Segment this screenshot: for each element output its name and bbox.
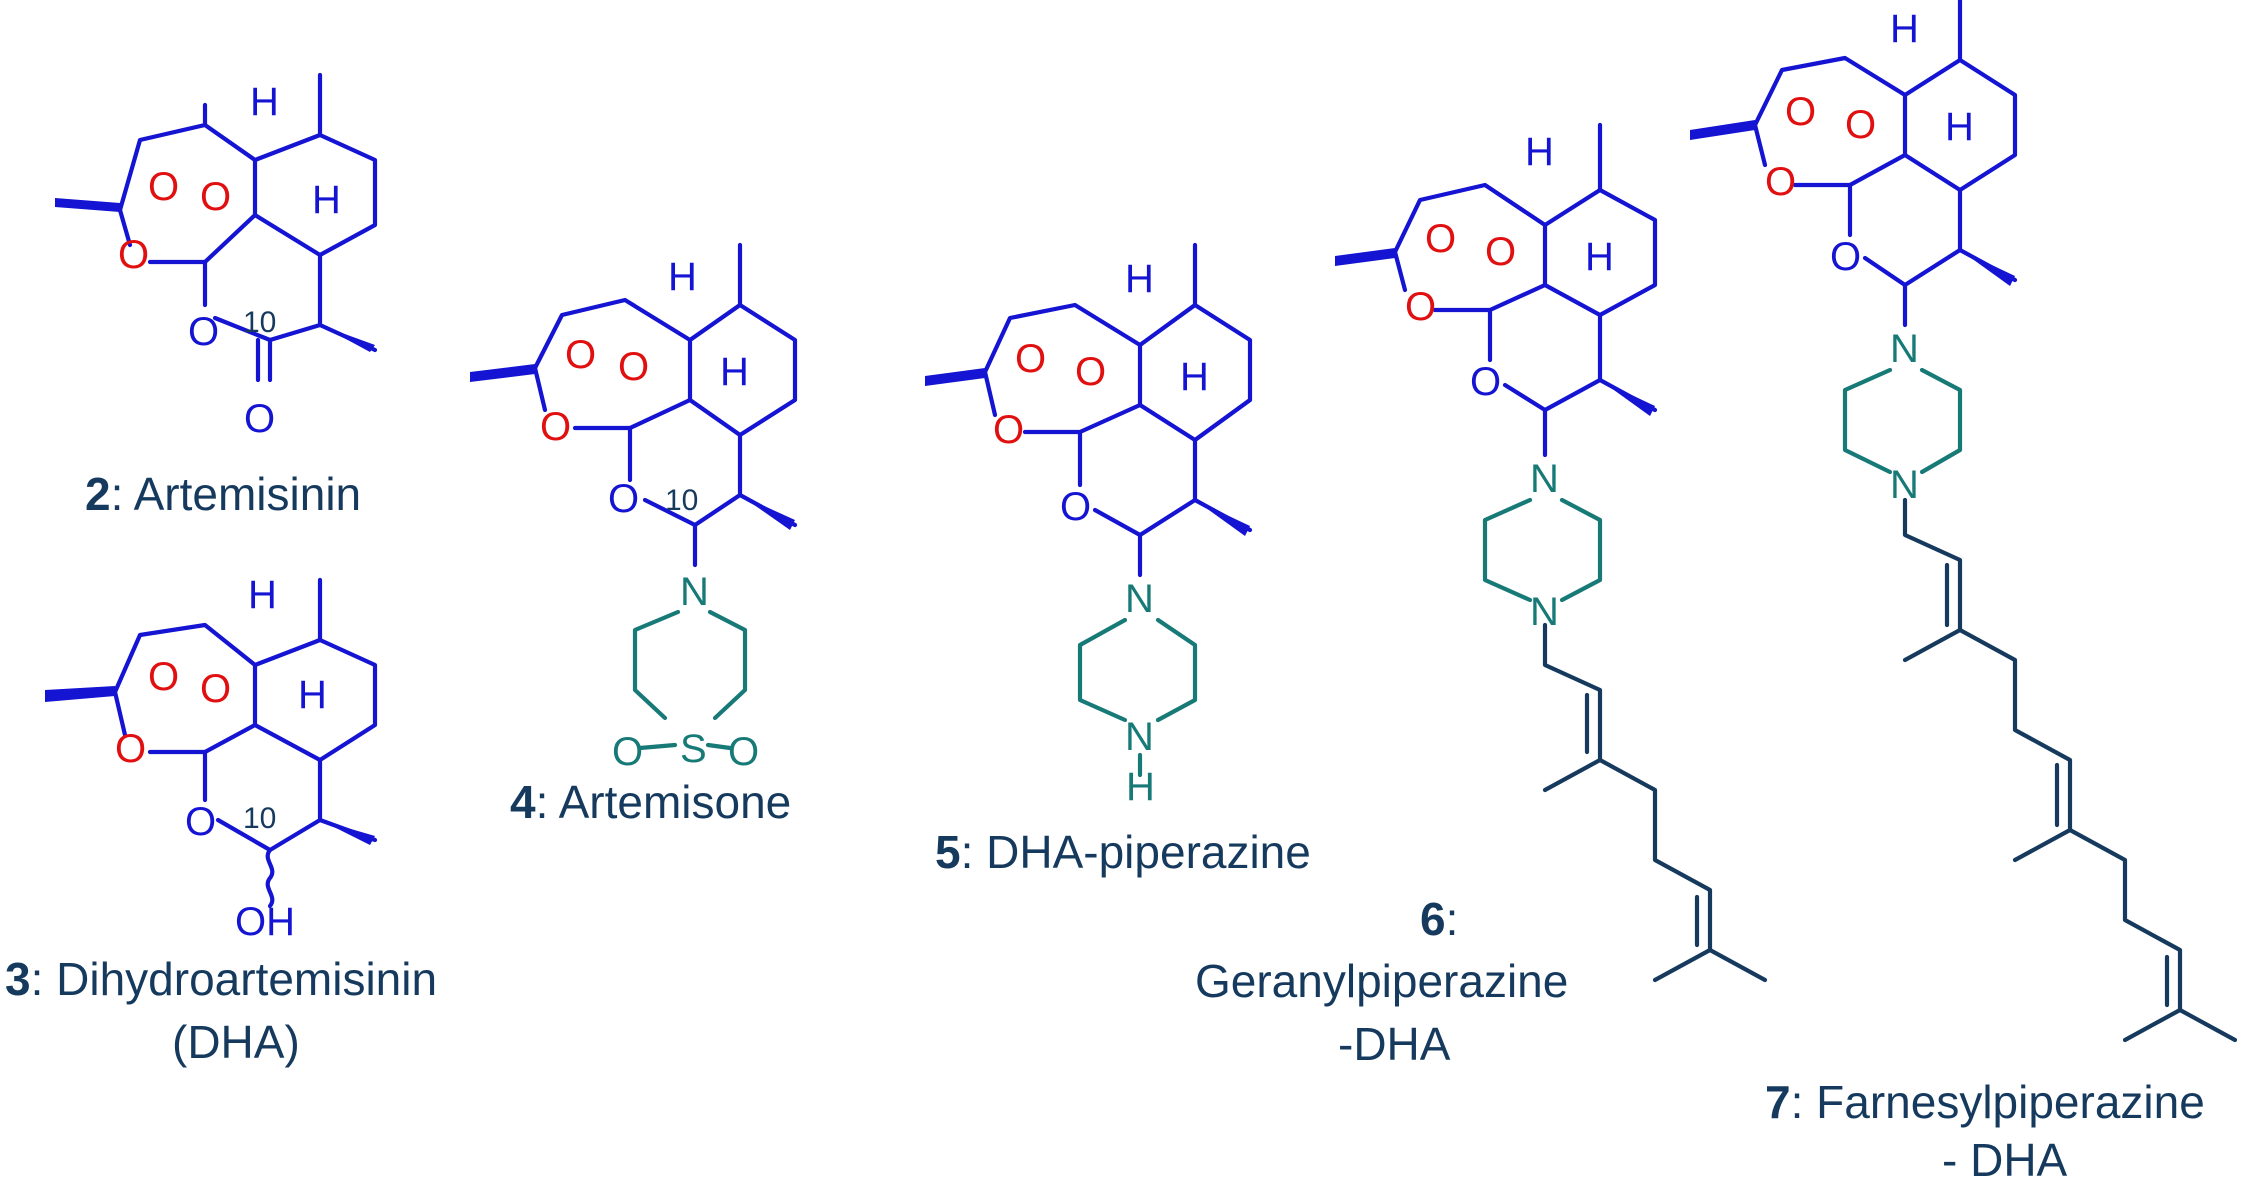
svg-text:5: DHA-piperazine: 5: DHA-piperazine [935,826,1311,878]
svg-text:O: O [148,655,179,699]
svg-text:O: O [1015,337,1046,381]
svg-text:N: N [1890,327,1919,371]
svg-text:N: N [680,570,709,614]
svg-text:N: N [1125,577,1154,621]
compound-2-number: 2 [85,468,111,520]
svg-text:3: Dihydroartemisinin: 3: Dihydroartemisinin [5,953,437,1005]
svg-text:H: H [1125,257,1154,301]
compound-5-name: : DHA-piperazine [961,826,1311,878]
svg-text:O: O [1785,90,1816,134]
compound-6-number: 6 [1420,893,1446,945]
svg-text:H: H [668,255,697,299]
svg-text:N: N [1530,457,1559,501]
compound-6-name-line2: Geranylpiperazine [1195,955,1568,1007]
svg-text:S: S [680,727,707,771]
svg-text:H: H [312,178,341,222]
svg-text:H: H [1945,105,1974,149]
svg-text:O: O [1765,160,1796,204]
svg-text:H: H [1525,130,1554,174]
svg-text:O: O [1060,485,1091,529]
svg-text:10: 10 [665,484,698,517]
compound-5-number: 5 [935,826,961,878]
svg-text:O: O [540,405,571,449]
svg-text:O: O [200,667,231,711]
svg-text:6:: 6: [1420,893,1458,945]
svg-text:O: O [188,310,219,354]
svg-text:O: O [728,730,759,774]
compound-7-farnesylpiperazine-dha: O O O O N N H H 7: Farnesylpiperazine - … [1690,0,2238,1184]
svg-text:O: O [148,165,179,209]
svg-text:H: H [1585,235,1614,279]
svg-text:H: H [720,350,749,394]
svg-text:2: Artemisinin: 2: Artemisinin [85,468,361,520]
svg-text:O: O [1425,217,1456,261]
svg-text:H: H [1180,355,1209,399]
compound-5-dha-piperazine: O O O O N N H H H 5: DHA-piperazine [925,242,1311,878]
svg-text:O: O [618,345,649,389]
svg-text:O: O [200,175,231,219]
svg-text:O: O [565,333,596,377]
svg-text:O: O [1470,360,1501,404]
compound-3-oh: OH [235,900,295,944]
compound-3-dha: O O O O OH H H 10 3: Dihydroartemisinin … [5,573,437,1068]
compound-3-name: : Dihydroartemisinin [31,953,437,1005]
compound-7-number: 7 [1765,1076,1791,1128]
svg-text:H: H [298,673,327,717]
svg-text:10: 10 [243,802,276,835]
svg-text:10: 10 [243,306,276,339]
svg-text:7: Farnesylpiperazine: 7: Farnesylpiperazine [1765,1076,2205,1128]
svg-text:O: O [993,408,1024,452]
compound-4-number: 4 [510,776,536,828]
svg-text:H: H [248,573,277,617]
compound-7-name: : Farnesylpiperazine [1791,1076,2205,1128]
svg-text:N: N [1890,463,1919,507]
svg-text:O: O [118,233,149,277]
svg-text:O: O [244,397,275,441]
svg-text:O: O [115,727,146,771]
compound-6-name-line3: -DHA [1338,1018,1451,1070]
compound-6-name: : [1446,893,1459,945]
svg-text:O: O [1075,350,1106,394]
svg-text:4: Artemisone: 4: Artemisone [510,776,791,828]
compound-6-geranylpiperazine-dha: O O O O N N H H 6: Geranylpiperazine -DH… [1195,122,1768,1070]
compound-4-name: : Artemisone [536,776,792,828]
svg-text:O: O [1830,235,1861,279]
svg-text:H: H [250,80,279,124]
compound-3-name-line2: (DHA) [172,1016,300,1068]
svg-text:O: O [1485,230,1516,274]
svg-text:O: O [1845,103,1876,147]
svg-text:N: N [1125,715,1154,759]
svg-text:H: H [1126,765,1155,809]
svg-text:O: O [185,800,216,844]
compound-2-artemisinin: O O O O O H H 10 2: Artemisinin [55,72,378,520]
compound-7-name-line2: - DHA [1942,1134,2068,1184]
svg-text:H: H [1890,7,1919,51]
svg-text:O: O [608,477,639,521]
svg-text:O: O [612,730,643,774]
compound-3-number: 3 [5,953,31,1005]
compound-4-artemisone: O O O O N S O O H H 10 4: Artemisone [470,242,798,828]
compound-2-name: : Artemisinin [111,468,362,520]
svg-text:O: O [1405,285,1436,329]
svg-text:N: N [1530,590,1559,634]
